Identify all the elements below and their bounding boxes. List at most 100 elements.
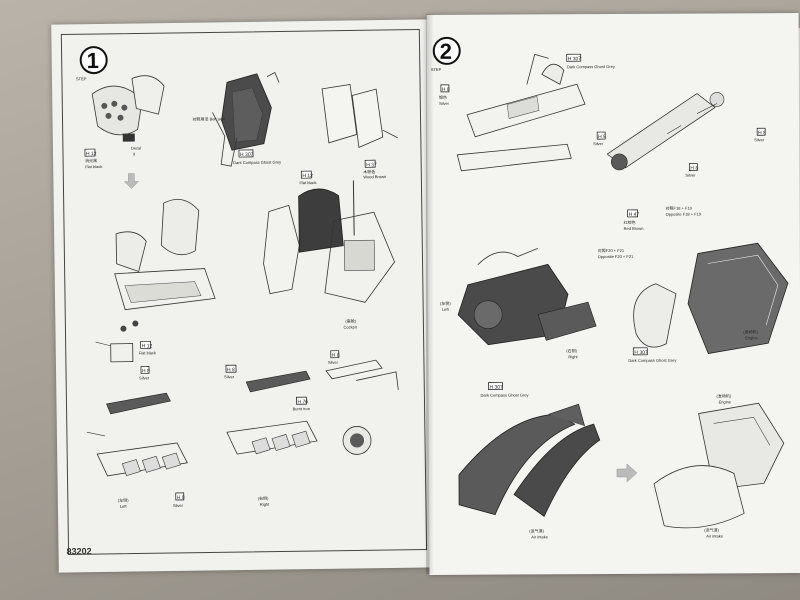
paint-en: Silver	[754, 137, 765, 142]
step1-number: 1	[87, 48, 100, 73]
paint-code: H 8	[332, 353, 340, 359]
paint-en: Silver	[224, 374, 235, 379]
paint-en: Dark Compass Ghost Grey	[233, 159, 281, 165]
paint-en: Silver	[328, 360, 339, 365]
decal-label: Decal	[131, 145, 141, 150]
paint-callout-wood-brown: H 37 木棕色 Wood Brown	[363, 159, 386, 179]
engine2-cn-label: (发动机)	[717, 392, 732, 398]
paint-en: Silver	[173, 503, 184, 508]
decal-number: 9	[133, 151, 136, 156]
paint-callout-silver-r4: H 8 Silver	[754, 127, 766, 142]
assembly-arrow-icon	[123, 173, 139, 189]
paint-code: H 8	[142, 368, 150, 374]
pilot-seat-part	[212, 71, 280, 167]
paint-callout-burnt-iron: H 76 Burnt iron	[293, 396, 310, 411]
step1-badge: 1 STEP	[76, 46, 108, 81]
right-cn-label: (右侧)	[258, 495, 269, 501]
paint-en: Dark Compass Ghost Grey	[481, 392, 529, 397]
prop-shaft-part	[606, 92, 725, 171]
paint-code: H 8	[758, 130, 766, 136]
paint-code: H 8	[690, 166, 698, 172]
paint-callout-dark-compass-grey-1: H 307 Dark Compass Ghost Grey	[233, 149, 281, 165]
exhaust-stack-left	[86, 392, 188, 477]
paint-callout-silver-r1: H 8 银色 Silver	[439, 84, 450, 106]
paint-callout-silver-1: H 8 Silver	[139, 365, 150, 380]
oil-cooler-part	[325, 359, 399, 455]
left-cn-label: (左侧)	[440, 300, 451, 306]
paint-callout-dark-grey-r1: H 307 Dark Compass Ghost Grey	[566, 53, 615, 69]
opposite-note-4: Opposite F20 + F21	[598, 254, 634, 259]
paint-en: Red Brown	[624, 226, 644, 231]
paint-en: Silver	[593, 141, 604, 146]
cockpit-frame-left	[114, 198, 216, 311]
step2-drawing: 2 STEP H 8 银色 Silver H 307 Dark Compass …	[431, 36, 789, 539]
paint-en: Wood Brown	[363, 174, 386, 179]
paint-callout-silver-r2: H 8 Silver	[593, 131, 606, 146]
paint-code: H 47	[629, 212, 640, 218]
step2-badge: 2 STEP	[431, 36, 461, 72]
paint-en: Silver	[685, 173, 696, 178]
paint-en: Dark Compass Ghost Grey	[567, 64, 615, 69]
paint-en: Flat black	[139, 350, 156, 355]
paint-code: H 12	[142, 343, 153, 349]
engine-completed-view	[653, 402, 785, 529]
paint-code: H 76	[297, 399, 308, 405]
paint-code: H 8	[227, 367, 235, 373]
engine2-en-label: Engine	[719, 399, 732, 404]
right-en-label: Right	[568, 354, 578, 359]
paint-code: H 12	[302, 173, 313, 179]
paint-cn: 银色	[439, 94, 447, 100]
intake2-en-label: Air intake	[706, 533, 723, 538]
cockpit-en-label: Cockpit	[343, 324, 357, 329]
paint-en: Burnt iron	[293, 406, 310, 411]
engine-cn-label: (发动机)	[743, 328, 758, 334]
paint-code: H 307	[634, 350, 648, 356]
engine-en-label: Engine	[745, 335, 758, 340]
paint-en: Flat black	[299, 180, 316, 185]
intake-en-label: Air intake	[531, 534, 548, 539]
armor-plate-parts	[321, 84, 398, 148]
air-intake-part	[458, 403, 601, 517]
paint-cn: 木棕色	[363, 168, 375, 174]
paint-callout-flat-black-3: H 12 Flat black	[139, 340, 156, 355]
paint-code: H 8	[598, 134, 606, 140]
paint-en: Silver	[439, 101, 450, 106]
paint-code: H 8	[442, 87, 450, 93]
paint-en: Silver	[139, 375, 150, 380]
instrument-panel-part	[91, 75, 165, 142]
intake2-cn-label: (进气道)	[704, 526, 719, 532]
paint-callout-silver-r3: H 8 Silver	[685, 163, 698, 178]
left-en-label: Left	[120, 504, 128, 509]
step1-tag: STEP	[76, 76, 87, 81]
paint-callout-flat-black-1: H 12 消光黑 Flat black	[84, 148, 102, 169]
paint-callout-flat-black-4: H 8 Silver	[224, 364, 237, 379]
opposite-note-2: Opposite F18 + F19	[666, 212, 702, 217]
paint-callout-dark-grey-r2: H 307 Dark Compass Ghost Grey	[628, 347, 676, 363]
left-en-label: Left	[442, 307, 450, 312]
paint-cn: 消光黑	[85, 157, 97, 163]
engine-assembly-right	[633, 242, 789, 354]
paint-callout-flat-black-2: H 12 Flat black	[299, 170, 317, 185]
paint-code: H 307	[240, 152, 254, 158]
paint-code: H 307	[568, 56, 582, 62]
instruction-page-right: 2 STEP H 8 银色 Silver H 307 Dark Compass …	[426, 13, 800, 575]
intake-cn-label: (进气道)	[529, 527, 544, 533]
paint-callout-silver-2: H 8 Silver	[173, 492, 185, 508]
instruction-page-left: 1 STEP H 12 消光黑 Flat black Decal 9	[51, 19, 437, 573]
step2-number: 2	[440, 39, 452, 64]
exhaust-stack-right	[226, 370, 318, 455]
opposite-note-1: 对照F18 + F19	[666, 205, 693, 211]
engine-bearer-parts	[456, 53, 586, 172]
paint-cn: 红棕色	[624, 219, 636, 225]
right-cn-label: (右侧)	[566, 347, 577, 353]
paint-en: Dark Compass Ghost Grey	[628, 358, 676, 363]
engine-block-left	[457, 248, 597, 346]
book-spine-shadow	[426, 14, 436, 574]
cockpit-brackets	[95, 320, 139, 363]
cockpit-cn-label: (座舱)	[345, 317, 356, 323]
paint-callout-silver-3: H 8 Silver	[328, 350, 340, 365]
assembly-arrow-icon	[616, 463, 638, 483]
paint-callout-red-brown: H 47 红棕色 Red Brown	[624, 209, 644, 231]
step1-drawing: 1 STEP H 12 消光黑 Flat black Decal 9	[60, 29, 428, 555]
paint-code: H 8	[177, 495, 185, 501]
